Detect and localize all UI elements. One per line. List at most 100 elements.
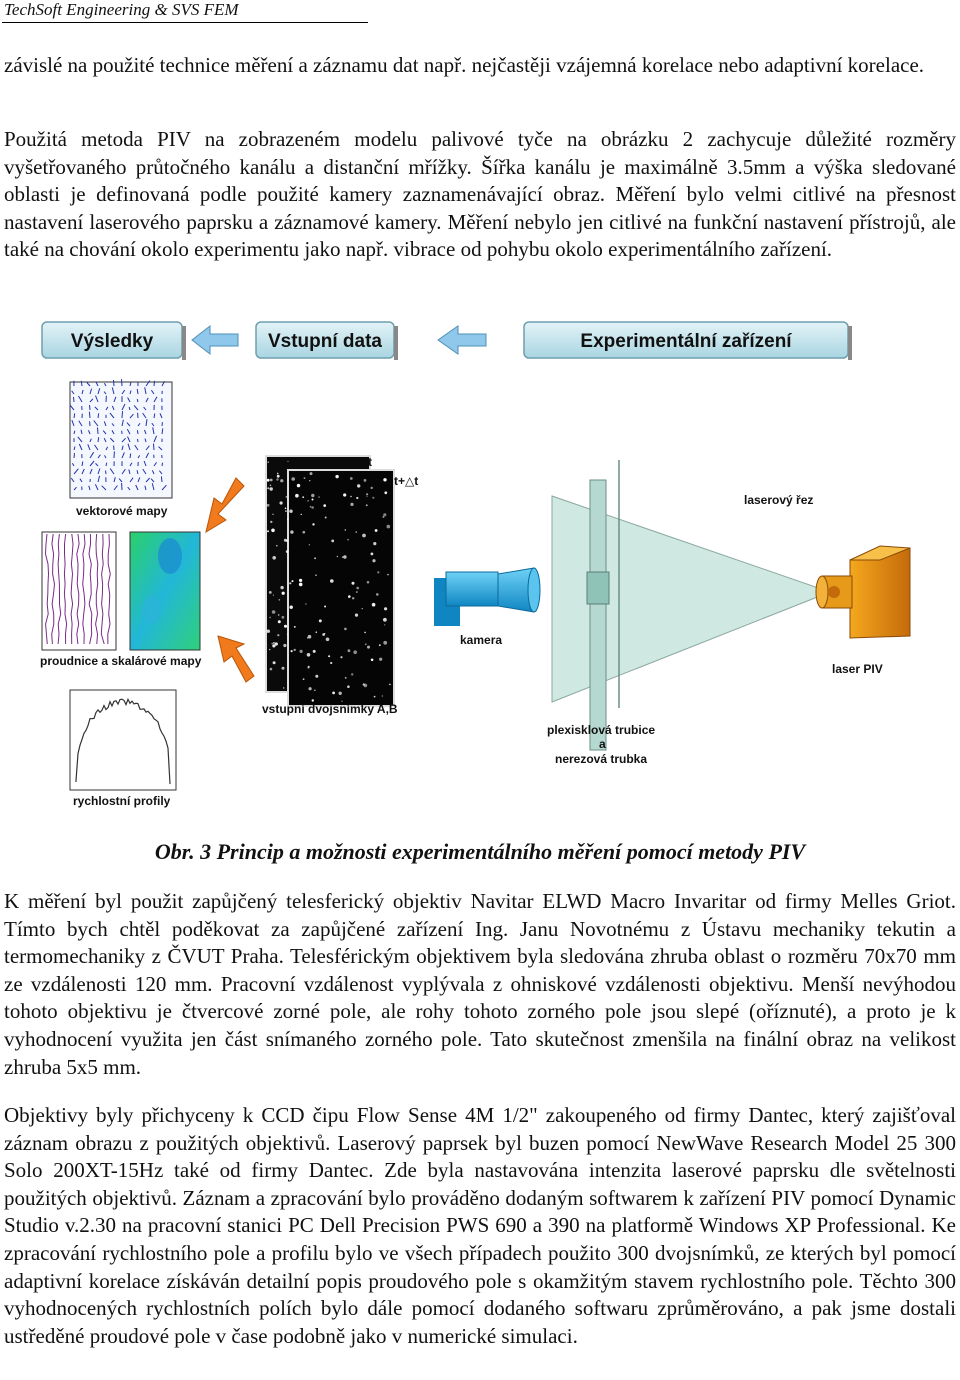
particle <box>356 586 360 590</box>
particle <box>383 617 387 622</box>
vector-arrow <box>73 446 76 451</box>
vector-arrow <box>93 420 99 427</box>
particle <box>383 513 387 517</box>
vector-arrow <box>109 412 115 419</box>
particle <box>370 658 374 662</box>
particle <box>372 559 376 563</box>
vector-arrow <box>113 477 116 483</box>
vector-arrow <box>126 428 131 435</box>
vector-arrow <box>89 468 93 475</box>
particle <box>298 582 303 587</box>
particle <box>344 627 347 631</box>
setup-box-label: Experimentální zařízení <box>580 331 792 352</box>
vector-arrow <box>69 404 75 411</box>
particle <box>349 477 353 480</box>
streamline <box>44 533 50 645</box>
results-box: Výsledky <box>41 321 186 360</box>
vector-arrow <box>134 444 139 451</box>
particle <box>279 501 283 505</box>
streamline <box>76 533 80 645</box>
vector-arrow <box>73 453 75 459</box>
particle <box>290 530 294 534</box>
particle <box>269 648 271 651</box>
vector-arrow <box>127 443 131 451</box>
particle <box>350 495 352 498</box>
vector-arrow <box>88 411 91 419</box>
vector-arrow <box>137 438 139 443</box>
streamline <box>100 533 105 645</box>
particle <box>272 594 274 596</box>
particle <box>289 509 293 513</box>
particle <box>271 528 275 533</box>
vector-arrow <box>78 443 83 451</box>
particle <box>325 637 330 642</box>
vector-arrow <box>118 478 123 483</box>
vector-arrow <box>121 452 125 459</box>
particle <box>272 661 276 665</box>
particle <box>363 479 367 482</box>
particle <box>387 573 389 576</box>
laser-sheet <box>551 495 832 703</box>
particle <box>377 571 380 574</box>
particle <box>303 477 306 479</box>
vector-arrow <box>129 453 132 459</box>
particle <box>269 616 271 619</box>
vector-arrow <box>121 468 126 475</box>
vector-arrow <box>97 475 101 483</box>
streamline <box>63 533 68 645</box>
streamline <box>95 533 99 645</box>
particle <box>351 581 355 585</box>
vector-arrow <box>136 430 139 435</box>
vector-arrow <box>81 389 84 395</box>
vector-arrow <box>86 382 91 387</box>
running-header: TechSoft Engineering & SVS FEM <box>4 0 239 19</box>
vector-arrow <box>70 477 75 483</box>
paragraph-4: Objektivy byly přichyceny k CCD čipu Flo… <box>4 1103 956 1348</box>
particle <box>350 502 354 506</box>
particle <box>306 653 311 657</box>
particle <box>371 602 376 607</box>
vector-arrow <box>137 423 141 427</box>
particle <box>351 673 354 676</box>
particle <box>370 486 373 490</box>
particle <box>276 474 280 478</box>
vector-arrow <box>81 468 85 475</box>
input-pairs-label: vstupní dvojsnímky A,B <box>262 702 398 716</box>
vector-arrow <box>151 483 155 491</box>
particle <box>296 483 301 488</box>
vector-arrow <box>121 437 126 443</box>
input-data-box: Vstupní data <box>255 321 398 360</box>
particle <box>287 518 289 521</box>
vector-arrow <box>121 445 124 451</box>
particle <box>266 503 270 507</box>
particle <box>287 460 289 462</box>
particle <box>290 650 293 653</box>
particle <box>269 478 273 482</box>
particle <box>373 695 376 698</box>
particle <box>344 677 347 679</box>
particle <box>277 634 280 637</box>
vector-arrow <box>88 430 91 435</box>
vector-arrow <box>127 436 131 443</box>
particle <box>302 678 305 681</box>
particle <box>354 613 359 617</box>
particle <box>363 683 368 688</box>
particle <box>278 599 281 601</box>
particle <box>285 496 288 498</box>
particle <box>356 591 358 593</box>
vector-arrow <box>97 413 100 419</box>
vector-arrow <box>102 430 107 435</box>
vector-arrow <box>144 387 147 395</box>
vector-arrow <box>145 445 150 451</box>
particle <box>291 580 294 583</box>
particle <box>344 529 347 531</box>
particle <box>332 691 335 695</box>
vector-arrow <box>78 420 83 427</box>
particle <box>382 515 385 518</box>
particle <box>324 605 327 608</box>
vector-arrow <box>73 396 75 403</box>
particle <box>328 655 331 658</box>
particle <box>285 539 288 542</box>
particle <box>267 530 269 533</box>
particle <box>293 648 296 652</box>
